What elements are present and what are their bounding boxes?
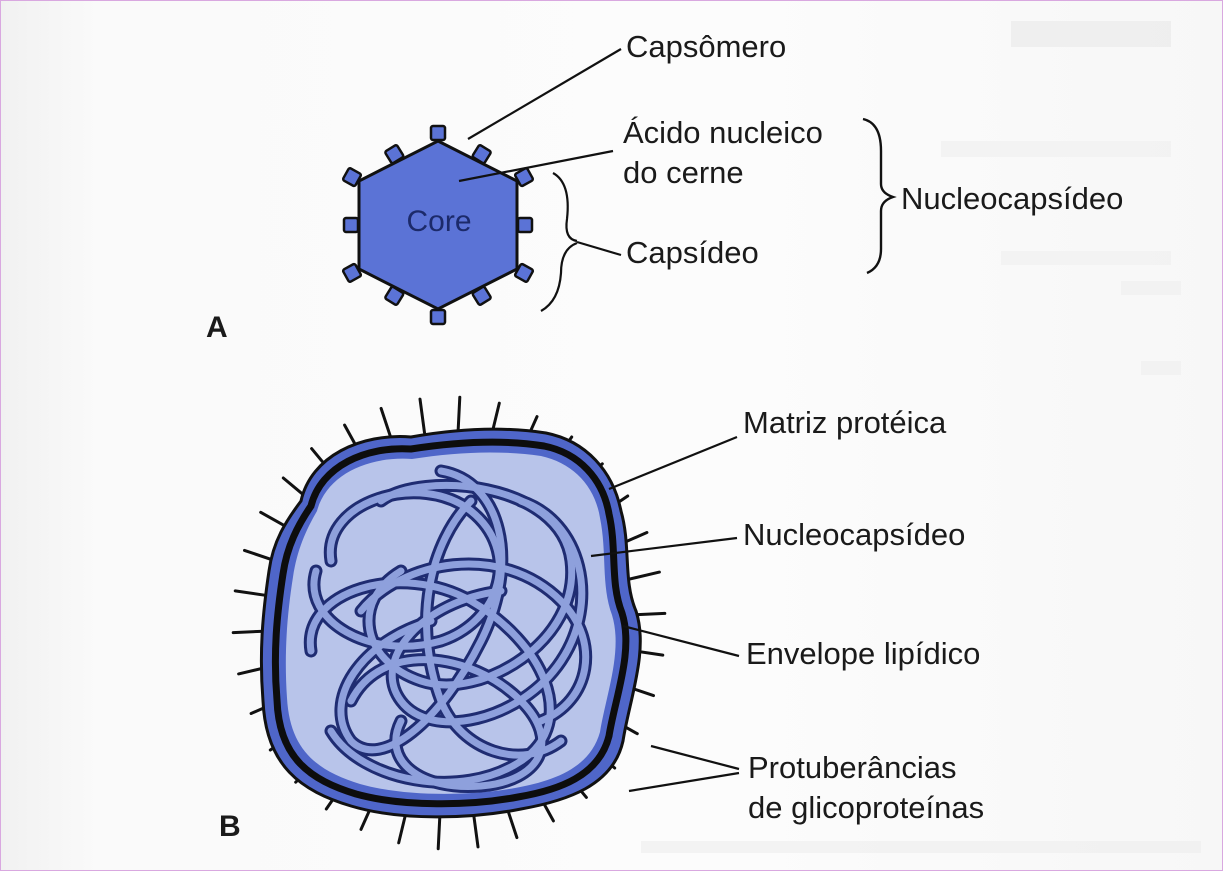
label-capsideo: Capsídeo <box>626 235 759 270</box>
label-protuberancias: Protuberâncias <box>748 750 957 785</box>
nucleocapsideo-brace <box>863 119 893 273</box>
capsomere <box>431 126 445 140</box>
glycoprotein-spike <box>458 397 460 431</box>
protuberancias-leader-2 <box>629 773 739 791</box>
figure-a: Core Capsômero Ácido nucleico do cerne C… <box>206 29 1123 344</box>
label-acido-nucleico: Ácido nucleico <box>623 115 823 150</box>
label-de-glicoproteinas: de glicoproteínas <box>748 790 984 825</box>
capsideo-brace-upper <box>553 173 577 241</box>
capsomere <box>431 310 445 324</box>
capsomero-leader <box>468 49 621 139</box>
capsomere <box>518 218 532 232</box>
label-nucleocapsideo-b: Nucleocapsídeo <box>743 517 965 552</box>
matriz-leader <box>609 437 737 489</box>
label-capsomero: Capsômero <box>626 29 786 64</box>
glycoprotein-spike <box>420 399 425 433</box>
glycoprotein-spike <box>626 572 659 580</box>
glycoprotein-spike <box>438 815 440 849</box>
glycoprotein-spike <box>235 591 269 596</box>
protuberancias-leader-1 <box>651 746 739 769</box>
capsomere <box>344 218 358 232</box>
label-matriz-proteica: Matriz protéica <box>743 405 947 440</box>
capsideo-brace-lower <box>541 243 577 311</box>
capsideo-leader <box>577 242 621 255</box>
label-do-cerne: do cerne <box>623 155 744 190</box>
figure-b-letter: B <box>219 810 241 843</box>
figure-b: Matriz protéica Nucleocapsídeo Envelope … <box>219 397 984 848</box>
label-nucleocapsideo-a: Nucleocapsídeo <box>901 181 1123 216</box>
glycoprotein-spike <box>474 813 479 847</box>
core-label: Core <box>406 205 471 238</box>
label-envelope-lipidico: Envelope lipídico <box>746 636 980 671</box>
figure-a-letter: A <box>206 311 228 344</box>
